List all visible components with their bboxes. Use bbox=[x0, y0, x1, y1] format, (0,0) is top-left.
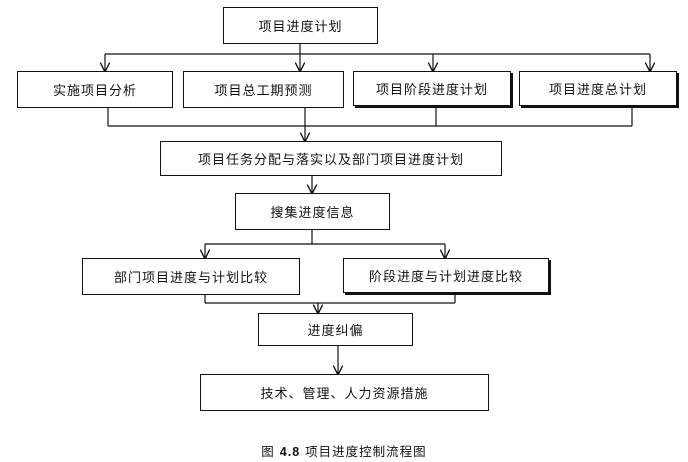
caption-text: 项目进度控制流程图 bbox=[305, 444, 427, 459]
node-project-schedule-plan: 项目进度计划 bbox=[223, 7, 378, 44]
node-phase-comparison: 阶段进度与计划进度比较 bbox=[343, 258, 549, 293]
node-master-schedule-plan: 项目进度总计划 bbox=[519, 71, 677, 106]
node-department-comparison: 部门项目进度与计划比较 bbox=[82, 258, 300, 295]
node-task-assignment: 项目任务分配与落实以及部门项目进度计划 bbox=[160, 141, 502, 176]
node-collect-progress-info: 搜集进度信息 bbox=[235, 193, 390, 230]
node-phase-schedule-plan: 项目阶段进度计划 bbox=[353, 71, 511, 106]
caption-number: 4.8 bbox=[279, 445, 301, 459]
node-implementation-analysis: 实施项目分析 bbox=[17, 71, 173, 108]
node-total-duration-forecast: 项目总工期预测 bbox=[183, 71, 344, 108]
node-schedule-correction: 进度纠偏 bbox=[258, 313, 413, 346]
figure-caption: 图 4.8 项目进度控制流程图 bbox=[0, 441, 688, 460]
caption-prefix: 图 bbox=[261, 444, 275, 459]
node-resource-measures: 技术、管理、人力资源措施 bbox=[200, 374, 489, 411]
